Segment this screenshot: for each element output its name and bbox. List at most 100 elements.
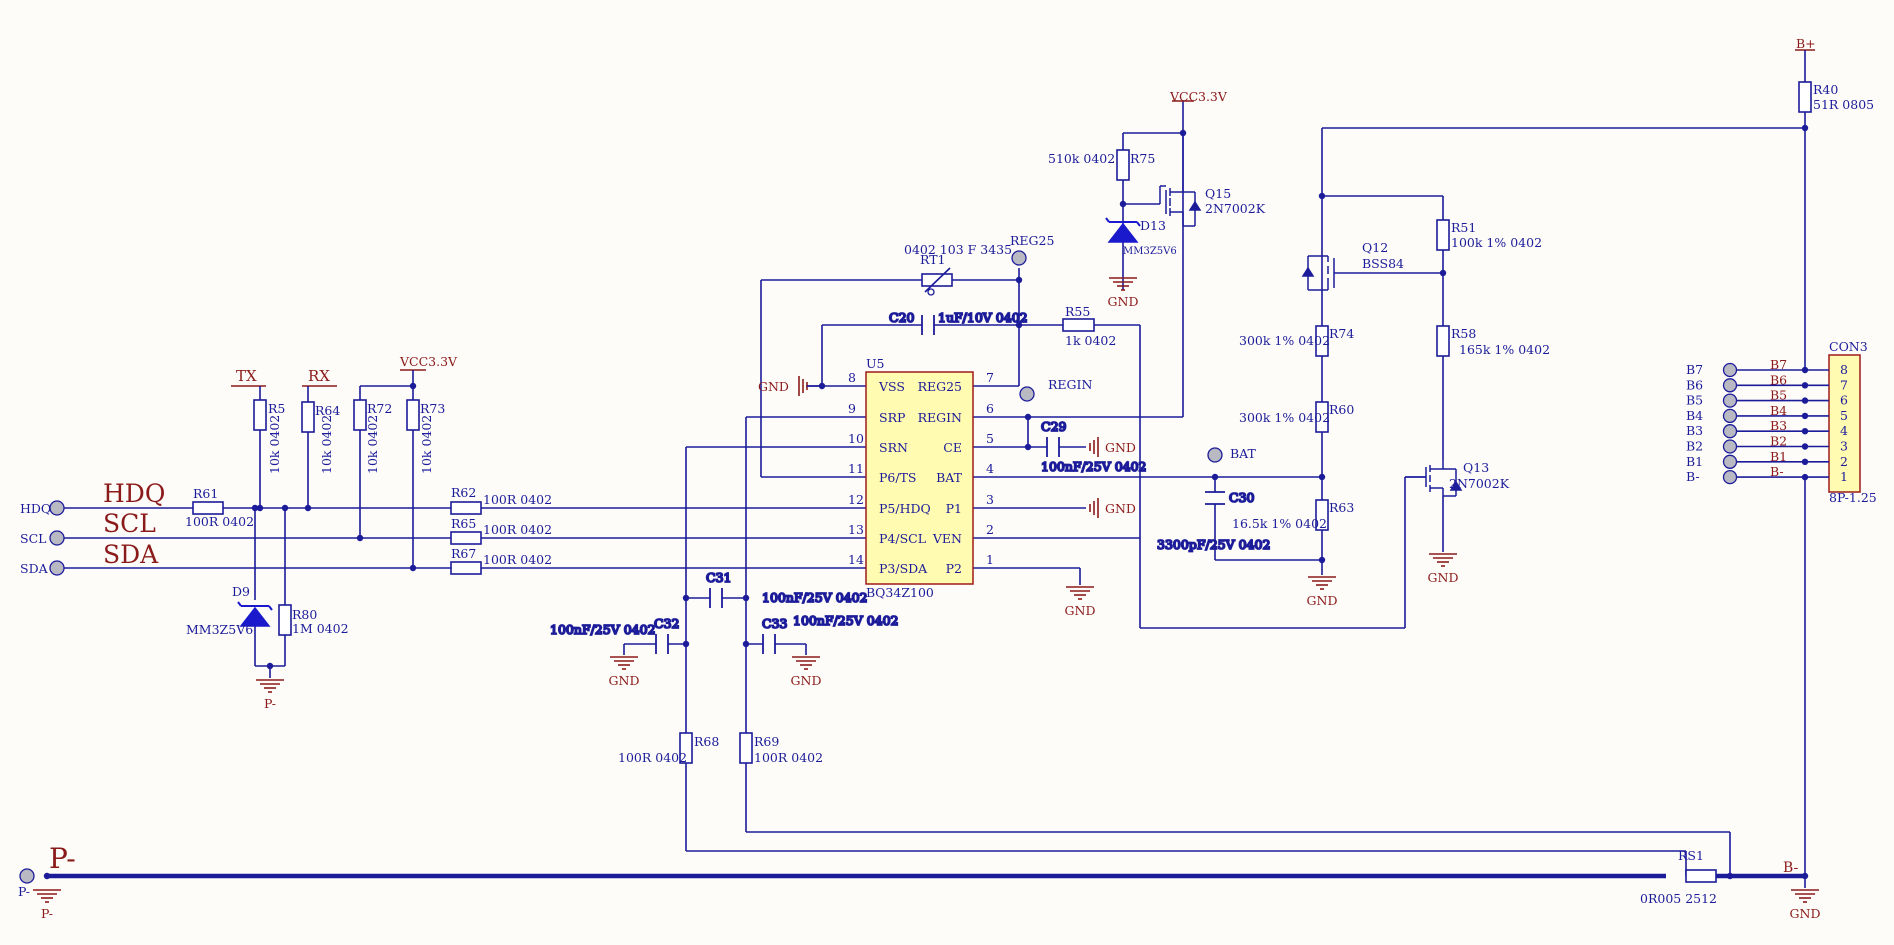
ground-label: P- bbox=[41, 906, 53, 921]
zener-d9[interactable] bbox=[237, 601, 273, 627]
mosfet-q15[interactable] bbox=[1159, 133, 1202, 227]
resistor-r63[interactable] bbox=[1315, 499, 1329, 531]
mosfet-q12[interactable] bbox=[1301, 255, 1341, 291]
r75-ref: R75 bbox=[1130, 151, 1155, 166]
connector-pin-number: 8 bbox=[1840, 362, 1848, 377]
ground-symbol: GND bbox=[1108, 277, 1138, 309]
u5-part: BQ34Z100 bbox=[866, 585, 934, 600]
capacitor-c31[interactable] bbox=[709, 588, 723, 608]
bat-port-label: BAT bbox=[1230, 446, 1257, 461]
resistor-r65[interactable] bbox=[450, 531, 482, 545]
ic-pin-number: 4 bbox=[986, 461, 994, 476]
regin-port[interactable] bbox=[1019, 386, 1035, 402]
resistor-r58[interactable] bbox=[1436, 325, 1450, 357]
resistor-r74[interactable] bbox=[1315, 325, 1329, 357]
sda-bus-label: SDA bbox=[103, 540, 159, 569]
d9-val: MM3Z5V6 bbox=[186, 622, 253, 637]
ic-pin-name: VSS bbox=[878, 379, 905, 394]
resistor-r75[interactable] bbox=[1116, 149, 1130, 181]
r68-ref: R68 bbox=[694, 734, 719, 749]
resistor-r80[interactable] bbox=[278, 604, 292, 636]
sda-port[interactable] bbox=[49, 560, 65, 576]
capacitor-c20[interactable] bbox=[921, 315, 935, 335]
bat-port[interactable] bbox=[1207, 447, 1223, 463]
connector-pin-number: 3 bbox=[1840, 439, 1848, 454]
resistor-r5[interactable] bbox=[253, 399, 267, 431]
ic-u5[interactable] bbox=[865, 371, 974, 585]
regin-port-label: REGIN bbox=[1048, 377, 1092, 392]
resistor-r51[interactable] bbox=[1436, 219, 1450, 251]
r62-val: 100R 0402 bbox=[483, 492, 552, 507]
junction-dot bbox=[1801, 458, 1809, 465]
ground-symbol: P- bbox=[33, 889, 61, 921]
thermistor-rt1[interactable] bbox=[921, 267, 953, 296]
resistor-r69[interactable] bbox=[739, 732, 753, 764]
connector-port-label: B3 bbox=[1686, 423, 1703, 438]
resistor-r73[interactable] bbox=[406, 399, 420, 431]
gnd-vss bbox=[798, 376, 822, 396]
mosfet-q13[interactable] bbox=[1405, 460, 1463, 497]
resistor-r67[interactable] bbox=[450, 561, 482, 575]
tx-net-label: TX bbox=[236, 367, 257, 385]
connector-port[interactable] bbox=[1722, 454, 1738, 469]
junction-dot bbox=[356, 534, 364, 542]
resistor-r60[interactable] bbox=[1315, 401, 1329, 433]
resistor-r72[interactable] bbox=[353, 399, 367, 431]
connector-port[interactable] bbox=[1722, 378, 1738, 393]
connector-port[interactable] bbox=[1722, 424, 1738, 439]
resistor-r62[interactable] bbox=[450, 501, 482, 515]
c33-ref: C33 bbox=[762, 616, 788, 631]
resistor-r64[interactable] bbox=[301, 401, 315, 433]
hdq-port[interactable] bbox=[49, 500, 65, 516]
r74-ref: R74 bbox=[1329, 326, 1354, 341]
reg25-port[interactable] bbox=[1011, 250, 1027, 266]
r67-ref: R67 bbox=[451, 546, 476, 561]
ic-pin-number: 14 bbox=[848, 552, 864, 567]
resistor-r61[interactable] bbox=[192, 501, 224, 515]
connector-port[interactable] bbox=[1722, 408, 1738, 424]
connector-net-label: B- bbox=[1770, 464, 1784, 479]
junction-dot bbox=[818, 382, 826, 390]
q12-val: BSS84 bbox=[1362, 256, 1404, 271]
b-minus-bus-label: B- bbox=[1783, 860, 1799, 876]
junction-dot bbox=[742, 594, 750, 602]
c33-val: 100nF/25V 0402 bbox=[793, 613, 899, 628]
r60-ref: R60 bbox=[1329, 402, 1354, 417]
connector-port[interactable] bbox=[1722, 362, 1738, 378]
junction-dot bbox=[281, 504, 289, 512]
ic-pin-number: 1 bbox=[986, 552, 994, 567]
p-minus-bus-label: P- bbox=[49, 842, 76, 875]
capacitor-c29[interactable] bbox=[1046, 437, 1060, 457]
resistor-r68[interactable] bbox=[679, 732, 693, 764]
ground-label: GND bbox=[609, 673, 640, 688]
r67-val: 100R 0402 bbox=[483, 552, 552, 567]
resistor-r55[interactable] bbox=[1062, 318, 1095, 332]
ground-symbol: GND bbox=[1307, 576, 1337, 608]
junction-dot bbox=[409, 382, 417, 390]
p-minus-port[interactable] bbox=[19, 868, 35, 884]
resistor-r40[interactable] bbox=[1798, 81, 1812, 113]
connector-pin-number: 7 bbox=[1840, 377, 1848, 392]
capacitor-c33[interactable] bbox=[762, 634, 776, 654]
capacitor-c30[interactable] bbox=[1205, 491, 1225, 505]
q13-val: 2N7002K bbox=[1449, 476, 1510, 491]
connector-port[interactable] bbox=[1722, 393, 1738, 408]
junction-dot bbox=[1211, 473, 1219, 481]
resistor-rs1[interactable] bbox=[1685, 869, 1717, 883]
r40-val: 51R 0805 bbox=[1813, 97, 1874, 112]
capacitor-c32[interactable] bbox=[655, 634, 669, 654]
ic-pin-number: 12 bbox=[848, 492, 864, 507]
connector-port-label: B1 bbox=[1686, 454, 1703, 469]
scl-port[interactable] bbox=[49, 530, 65, 546]
r5-ref: R5 bbox=[268, 401, 285, 416]
connector-port[interactable] bbox=[1722, 469, 1738, 485]
resistors: R5 10k 0402 R64 10k 0402 R72 10k 0402 R7… bbox=[185, 81, 1874, 906]
connector-net-label: B7 bbox=[1770, 357, 1787, 372]
ground-symbol: GND bbox=[1065, 586, 1095, 618]
connector-port[interactable] bbox=[1722, 439, 1738, 454]
zener-d13[interactable] bbox=[1105, 217, 1141, 243]
sda-port-label: SDA bbox=[20, 561, 49, 576]
connector-con3[interactable] bbox=[1828, 354, 1861, 493]
ic-pin-number: 2 bbox=[986, 522, 994, 537]
